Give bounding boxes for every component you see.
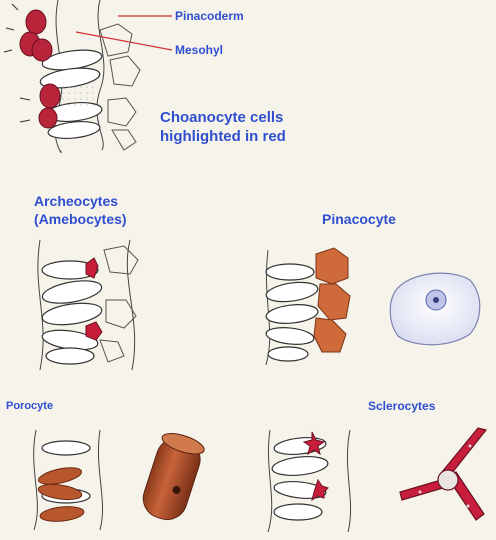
pinacocyte-diagram xyxy=(265,247,481,366)
porocyte-label: Porocyte xyxy=(6,400,54,412)
archeocytes-diagram xyxy=(37,239,139,371)
archeocytes-label-line1: Archeocytes xyxy=(34,193,119,209)
choanocyte-label-line2: highlighted in red xyxy=(160,128,286,145)
pinacocyte-label: Pinacocyte xyxy=(322,211,396,227)
archeocytes-label-line2: (Amebocytes) xyxy=(34,211,127,227)
main-sponge-wall-diagram xyxy=(3,0,173,153)
mesohyl-label: Mesohyl xyxy=(175,43,224,57)
pinacoderm-label: Pinacoderm xyxy=(175,9,244,23)
choanocyte-label-line1: Choanocyte cells xyxy=(160,109,284,126)
sclerocytes-diagram xyxy=(267,427,488,533)
sclerocytes-label: Sclerocytes xyxy=(368,399,436,413)
porocyte-diagram xyxy=(33,429,205,531)
